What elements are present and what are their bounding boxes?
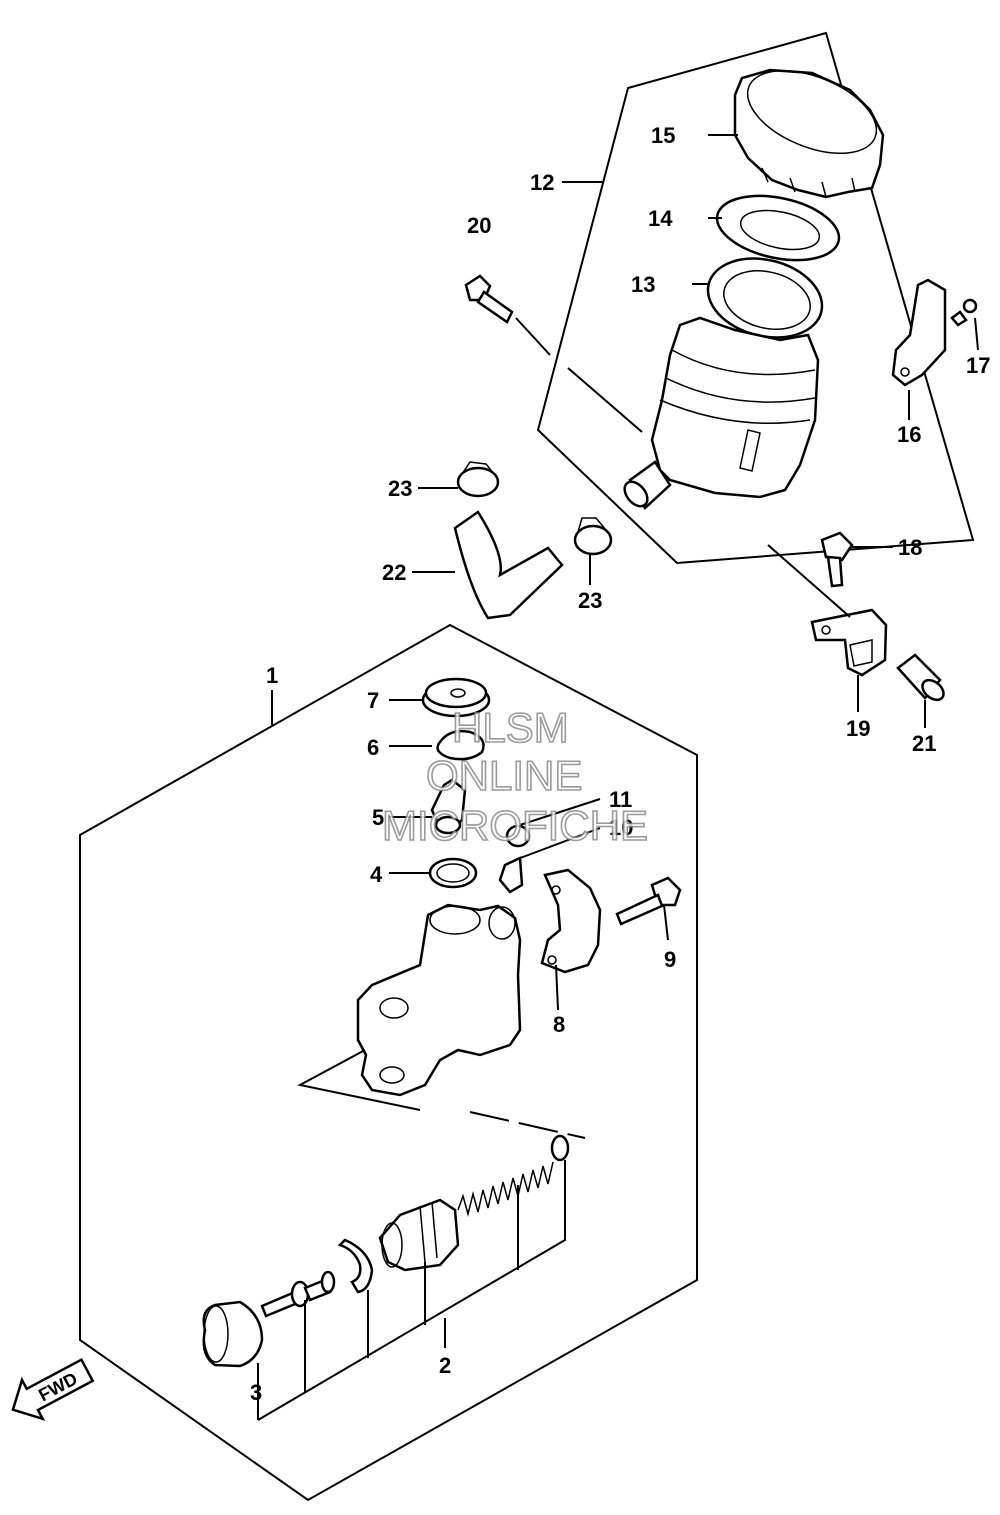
- bleeder-cap-11-part[interactable]: [505, 824, 531, 848]
- callout-22[interactable]: 22: [382, 560, 406, 585]
- hose-clamp-23-upper-part[interactable]: [456, 461, 500, 498]
- callout-21[interactable]: 21: [912, 731, 936, 756]
- callout-23-upper[interactable]: 23: [388, 476, 412, 501]
- bolt-20-part[interactable]: [464, 274, 514, 324]
- hose-clamp-23-lower-part[interactable]: [573, 517, 613, 556]
- watermark-line-3: MICROFICHE: [382, 802, 648, 849]
- watermark: HLSM ONLINE MICROFICHE: [381, 703, 649, 850]
- callout-12[interactable]: 12: [530, 170, 554, 195]
- cap-7-part[interactable]: [421, 677, 491, 718]
- grommet-21-part[interactable]: [896, 653, 947, 704]
- bracket-19-part[interactable]: [810, 608, 888, 677]
- callout-13[interactable]: 13: [631, 272, 655, 297]
- callout-labels: 15 12 14 20 13 17 16 23 18 22 23 1 7 19 …: [250, 123, 990, 1405]
- callout-15[interactable]: 15: [651, 123, 675, 148]
- callout-20[interactable]: 20: [467, 213, 491, 238]
- callout-4[interactable]: 4: [370, 862, 383, 887]
- callout-18[interactable]: 18: [898, 535, 922, 560]
- piston-part[interactable]: [378, 1198, 460, 1272]
- callout-2[interactable]: 2: [439, 1353, 451, 1378]
- callout-19[interactable]: 19: [846, 716, 870, 741]
- callout-10[interactable]: 10: [609, 815, 633, 840]
- connector-5-part[interactable]: [430, 778, 467, 835]
- diaphragm-plate-part[interactable]: [711, 186, 845, 270]
- watermark-line-2: ONLINE: [426, 752, 582, 799]
- forward-direction-arrow: FWD: [11, 1357, 95, 1421]
- circlip-part[interactable]: [337, 1238, 374, 1294]
- bracket-16-part[interactable]: [891, 278, 947, 387]
- fwd-arrow-icon: [11, 1357, 95, 1421]
- return-spring-part[interactable]: [457, 1134, 570, 1217]
- bleeder-valve-10-part[interactable]: [498, 856, 524, 894]
- leader-lines: [257, 134, 979, 1421]
- holder-clamp-8-part[interactable]: [540, 868, 602, 974]
- callout-11[interactable]: 11: [609, 787, 632, 812]
- callout-8[interactable]: 8: [553, 1012, 565, 1037]
- callout-16[interactable]: 16: [897, 422, 921, 447]
- master-cylinder-body-part[interactable]: [356, 903, 522, 1097]
- callout-5[interactable]: 5: [372, 805, 384, 830]
- reservoir-tank-part[interactable]: [620, 316, 820, 511]
- screw-17-part[interactable]: [950, 298, 978, 327]
- callout-3[interactable]: 3: [250, 1380, 262, 1405]
- callout-14[interactable]: 14: [648, 206, 673, 231]
- o-ring-4-part[interactable]: [428, 857, 478, 889]
- circlip-6-part[interactable]: [436, 729, 485, 761]
- watermark-line-1: HLSM: [452, 704, 569, 751]
- callout-9[interactable]: 9: [664, 947, 676, 972]
- reservoir-cap-part[interactable]: [733, 54, 888, 199]
- callout-17[interactable]: 17: [966, 353, 990, 378]
- hose-22-part[interactable]: [453, 510, 564, 620]
- callout-1[interactable]: 1: [266, 663, 278, 688]
- bolt-9-part[interactable]: [615, 876, 682, 926]
- callout-23-lower[interactable]: 23: [578, 588, 602, 613]
- bolt-18-part[interactable]: [820, 531, 854, 588]
- callout-6[interactable]: 6: [367, 735, 379, 760]
- callout-7[interactable]: 7: [367, 688, 379, 713]
- master-cylinder-assembly-frame: [79, 623, 698, 1502]
- piston-cup-3-part[interactable]: [202, 1300, 264, 1368]
- push-rod-part[interactable]: [260, 1270, 336, 1318]
